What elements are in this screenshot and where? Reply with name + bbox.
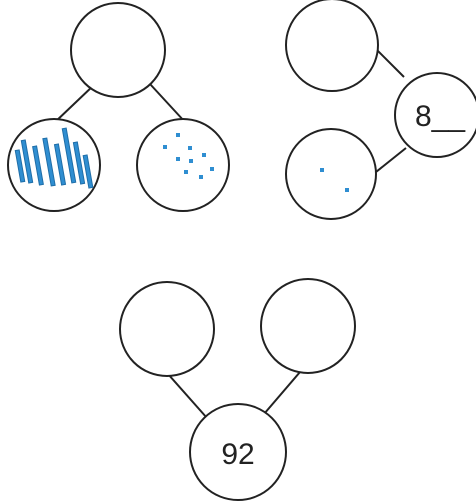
one-cube bbox=[184, 170, 188, 174]
ten-rod bbox=[61, 127, 77, 184]
bond-b-ones-part-circle bbox=[285, 128, 377, 220]
bond-a bbox=[7, 2, 230, 212]
one-cube bbox=[176, 133, 180, 137]
bond-c-whole-circle bbox=[189, 403, 287, 501]
bond-c-left-connector bbox=[167, 373, 208, 419]
bond-a-right-connector bbox=[149, 83, 186, 123]
one-cube bbox=[320, 168, 324, 172]
one-cube bbox=[345, 188, 349, 192]
one-cube bbox=[199, 175, 203, 179]
one-cube bbox=[176, 157, 180, 161]
ten-rod bbox=[72, 141, 86, 185]
one-cube bbox=[189, 159, 193, 163]
bond-a-whole-circle[interactable] bbox=[70, 2, 166, 98]
bond-b: 8__ bbox=[285, 0, 476, 220]
one-cube bbox=[202, 153, 206, 157]
ten-rod bbox=[42, 137, 56, 187]
bond-b-whole-circle bbox=[394, 72, 476, 158]
bond-c-right-part-circle[interactable] bbox=[260, 278, 356, 374]
ten-rod bbox=[53, 143, 67, 186]
bond-b-top-part-circle[interactable] bbox=[285, 0, 379, 92]
bond-b-whole-value: 8__ bbox=[415, 100, 466, 133]
bond-c-left-part-circle[interactable] bbox=[119, 281, 215, 377]
ten-rod bbox=[14, 149, 26, 183]
one-cube bbox=[188, 146, 192, 150]
one-cube bbox=[163, 145, 167, 149]
ten-rod bbox=[32, 145, 44, 186]
one-cube bbox=[210, 167, 214, 171]
bond-a-ones-part-circle bbox=[136, 118, 230, 212]
bond-c: 92 bbox=[119, 278, 356, 501]
bond-c-whole-value: 92 bbox=[221, 438, 254, 471]
bond-a-ones-blocks bbox=[163, 133, 214, 179]
ten-rod bbox=[82, 154, 94, 189]
ten-rod bbox=[20, 139, 34, 184]
bond-a-tens-blocks bbox=[14, 127, 94, 189]
bond-a-left-connector bbox=[52, 83, 96, 125]
bond-b-ones-blocks bbox=[320, 168, 349, 192]
bond-c-right-connector bbox=[263, 371, 301, 415]
